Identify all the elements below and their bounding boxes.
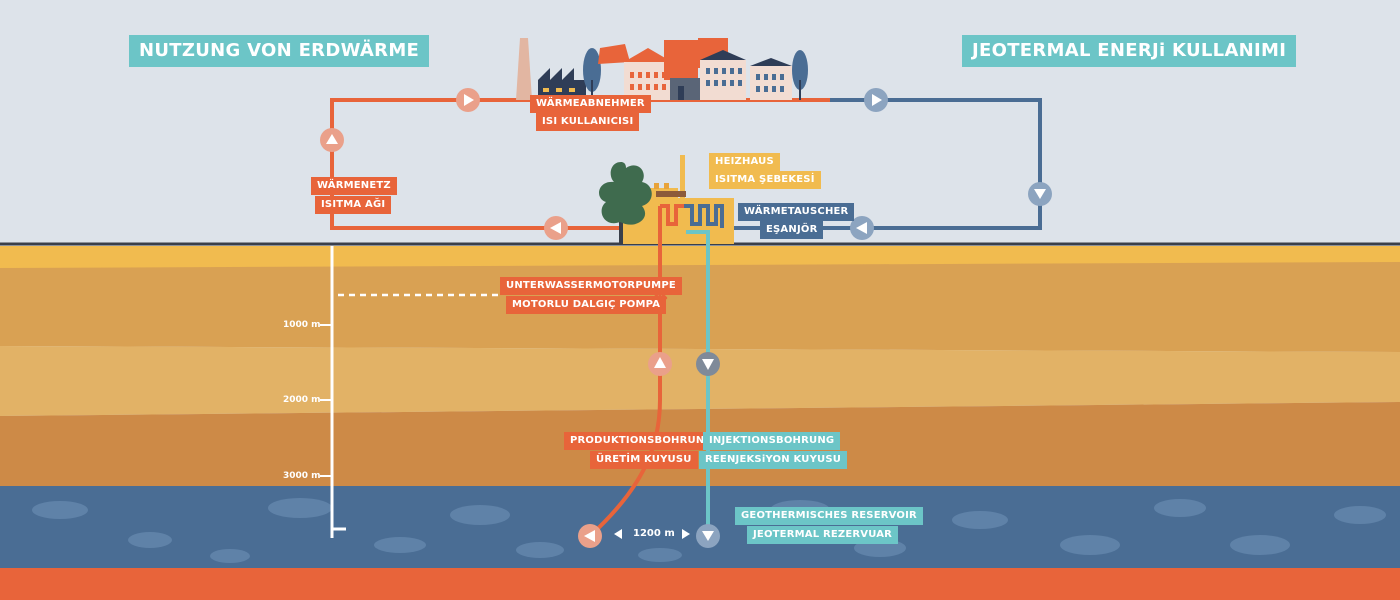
flow-arrow-injection-bottom-icon (696, 524, 720, 548)
label-reservoir-tr: JEOTERMAL REZERVUAR (747, 526, 899, 544)
flow-arrow-hot-up-icon (320, 128, 344, 152)
distance-arrow-right-icon (682, 529, 690, 539)
label-reservoir-de: GEOTHERMISCHES RESERVOIR (735, 507, 923, 525)
label-pump-de: UNTERWASSERMOTORPUMPE (500, 277, 682, 295)
depth-label-1000: 1000 m (283, 320, 321, 330)
label-pump-tr: MOTORLU DALGIÇ POMPA (506, 296, 667, 314)
flow-arrow-production-bottom-icon (578, 524, 602, 548)
label-production-well-de: PRODUKTIONSBOHRUNG (564, 432, 719, 450)
title-turkish: JEOTERMAL ENERJi KULLANIMI (962, 35, 1297, 67)
flow-arrow-cold-left-icon (850, 216, 874, 240)
title-german: NUTZUNG VON ERDWÄRME (129, 35, 430, 67)
depth-label-2000: 2000 m (283, 395, 321, 405)
magma-layer (0, 568, 1400, 600)
label-production-well-tr: ÜRETİM KUYUSU (590, 451, 698, 469)
label-heat-exchanger-de: WÄRMETAUSCHER (738, 203, 855, 221)
label-heat-consumer-tr: ISI KULLANICISI (536, 113, 640, 131)
label-heating-plant-de: HEIZHAUS (709, 153, 780, 171)
flow-arrow-hot-top-right-icon (456, 88, 480, 112)
depth-label-3000: 3000 m (283, 471, 321, 481)
label-injection-well-tr: REENJEKSiYON KUYUSU (699, 451, 848, 469)
flow-arrow-injection-down-icon (696, 352, 720, 376)
distance-arrow-left-icon (614, 529, 622, 539)
well-distance-label: 1200 m (633, 528, 675, 539)
ground-layer-2 (0, 346, 1400, 416)
flow-arrow-hot-left-icon (544, 216, 568, 240)
flow-arrow-cold-down-icon (1028, 182, 1052, 206)
label-injection-well-de: INJEKTIONSBOHRUNG (703, 432, 841, 450)
label-heat-exchanger-tr: EŞANJÖR (760, 221, 824, 239)
flow-arrow-production-up-icon (648, 352, 672, 376)
label-heat-network-tr: ISITMA AĞI (315, 196, 392, 214)
tree (599, 162, 652, 244)
label-heating-plant-tr: ISITMA ŞEBEKESİ (709, 171, 821, 189)
flow-arrow-cold-right-icon (864, 88, 888, 112)
label-heat-consumer-de: WÄRMEABNEHMER (530, 95, 651, 113)
town (516, 38, 808, 100)
label-heat-network-de: WÄRMENETZ (311, 177, 397, 195)
depth-scale (320, 246, 498, 538)
ground-layer-1 (0, 262, 1400, 352)
